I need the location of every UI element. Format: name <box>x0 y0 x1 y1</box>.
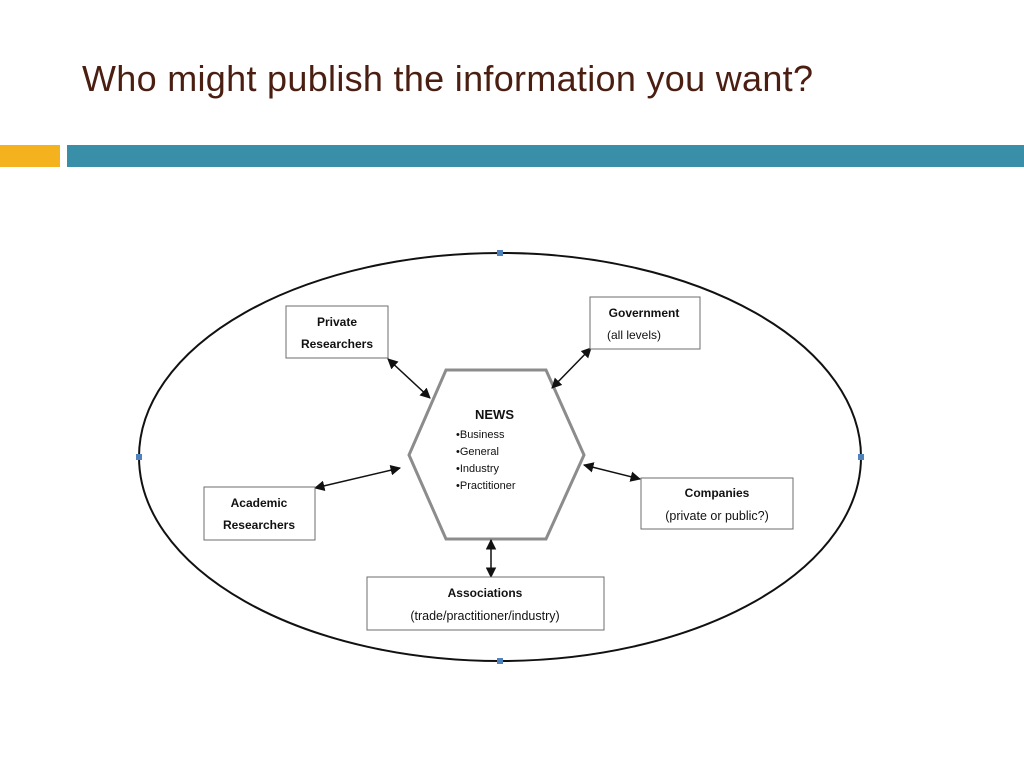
academic-researchers-line1: Academic <box>231 496 288 510</box>
companies-line1: Companies <box>685 486 750 500</box>
handle-top[interactable] <box>497 250 503 256</box>
associations-line1: Associations <box>448 586 523 600</box>
title-rule <box>67 145 1024 167</box>
news-item-general: •General <box>456 446 499 458</box>
companies-line2: (private or public?) <box>665 509 769 523</box>
news-hexagon <box>407 368 586 541</box>
node-private-researchers: Private Researchers <box>285 305 389 359</box>
academic-researchers-line2: Researchers <box>223 518 295 532</box>
government-line2: (all levels) <box>607 328 661 342</box>
title-accent-bar <box>0 145 60 167</box>
private-researchers-line1: Private <box>317 315 357 329</box>
node-academic-researchers: Academic Researchers <box>203 486 316 541</box>
handle-left[interactable] <box>136 454 142 460</box>
handle-bottom[interactable] <box>497 658 503 664</box>
news-title: NEWS <box>475 407 514 422</box>
arrow-academic-researchers <box>313 465 402 491</box>
handle-right[interactable] <box>858 454 864 460</box>
news-item-practitioner: •Practitioner <box>456 480 516 492</box>
node-companies: Companies (private or public?) <box>640 477 794 530</box>
node-government: Government (all levels) <box>589 296 701 350</box>
news-item-industry: •Industry <box>456 463 499 475</box>
associations-line2: (trade/practitioner/industry) <box>410 609 559 623</box>
arrow-private-researchers <box>387 358 431 399</box>
arrow-companies <box>582 462 642 482</box>
news-item-business: •Business <box>456 429 505 441</box>
slide-title: Who might publish the information you wa… <box>82 58 814 99</box>
private-researchers-line2: Researchers <box>301 337 373 351</box>
government-line1: Government <box>609 306 680 320</box>
node-associations: Associations (trade/practitioner/industr… <box>366 576 605 631</box>
arrow-government <box>551 347 592 389</box>
